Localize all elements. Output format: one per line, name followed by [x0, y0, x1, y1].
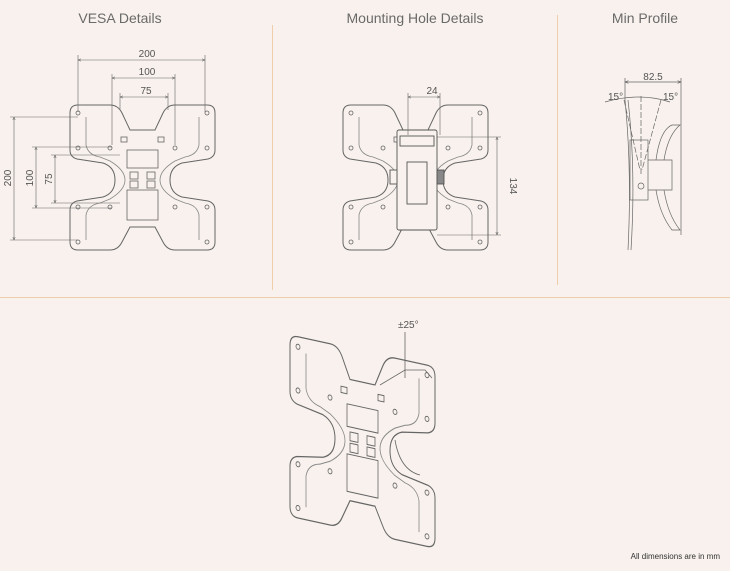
dim-100-vertical: 100: [25, 169, 36, 186]
dimensions-note: All dimensions are in mm: [630, 552, 720, 561]
dim-200-horizontal: 200: [139, 49, 156, 60]
divider-horizontal: [0, 297, 730, 298]
swivel-label: ±25°: [398, 320, 419, 331]
vesa-drawing: 200 100 75 200 100 75: [3, 49, 216, 251]
dim-75-horizontal: 75: [140, 86, 152, 97]
min-profile-title: Min Profile: [611, 10, 679, 26]
mounting-drawing: 24 134: [342, 86, 518, 251]
isometric-drawing: ±25°: [289, 320, 436, 549]
dim-134: 134: [507, 178, 518, 195]
dim-tilt-left: 15°: [608, 92, 623, 103]
divider-vertical-2: [557, 15, 558, 285]
dim-24: 24: [426, 86, 438, 97]
divider-vertical-1: [272, 25, 273, 290]
mounting-hole-details-title: Mounting Hole Details: [346, 10, 484, 26]
dim-200-vertical: 200: [3, 169, 14, 186]
dim-82-5: 82.5: [643, 72, 663, 83]
dim-100-horizontal: 100: [139, 67, 156, 78]
dim-75-vertical: 75: [44, 173, 55, 185]
profile-drawing: 82.5 15° 15°: [604, 72, 681, 251]
vesa-details-title: VESA Details: [78, 10, 162, 26]
dim-tilt-right: 15°: [663, 92, 678, 103]
